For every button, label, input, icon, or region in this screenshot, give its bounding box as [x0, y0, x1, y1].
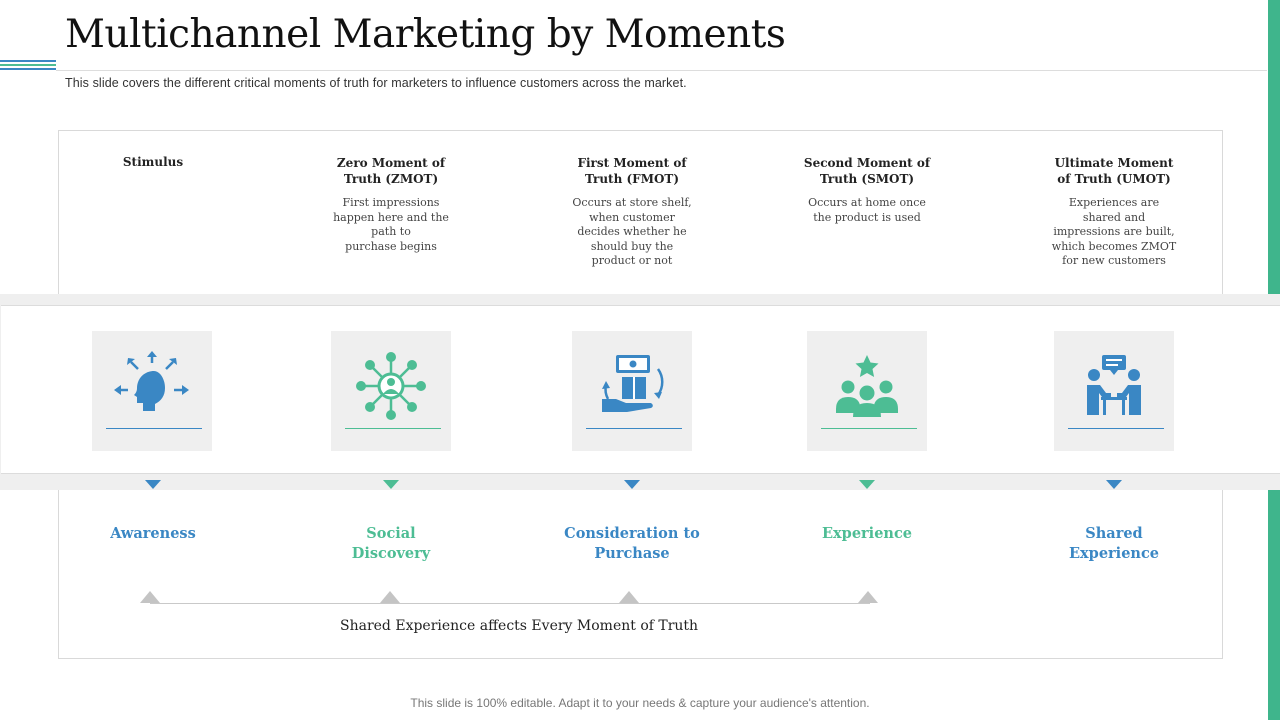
- pointer-consideration: [624, 480, 640, 489]
- pointer-shared-experience: [1106, 480, 1122, 489]
- column-heading-zmot: Zero Moment of Truth (ZMOT): [311, 155, 471, 187]
- column-description-umot: Experiences are shared and impressions a…: [1051, 196, 1177, 267]
- timeline-line: [150, 603, 870, 604]
- timeline-marker: [858, 591, 878, 603]
- column-heading-smot-text: Second Moment of Truth (SMOT): [803, 156, 931, 186]
- pointer-awareness: [145, 480, 161, 489]
- tile-underline: [821, 428, 917, 429]
- title-decoration: [0, 60, 56, 72]
- network-icon: [356, 352, 426, 420]
- column-heading-zmot-text: Zero Moment of Truth (ZMOT): [336, 156, 446, 186]
- column-description-zmot: First impressions happen here and the pa…: [333, 196, 449, 253]
- tile-social-discovery: [331, 331, 451, 451]
- column-heading-stimulus: Stimulus: [122, 155, 184, 169]
- timeline-marker: [380, 591, 400, 603]
- tile-consideration: [572, 331, 692, 451]
- title-divider: [56, 70, 1267, 71]
- purchase-icon: [602, 355, 664, 412]
- meeting-icon: [1087, 355, 1141, 415]
- tile-underline: [1068, 428, 1164, 429]
- stage-experience: Experience: [821, 525, 913, 542]
- timeline-marker: [140, 591, 160, 603]
- timeline-label: Shared Experience affects Every Moment o…: [340, 618, 699, 634]
- stage-consideration: Consideration to Purchase: [564, 525, 700, 562]
- page-subtitle: This slide covers the different critical…: [65, 76, 687, 90]
- column-description-fmot: Occurs at store shelf, when customer dec…: [572, 196, 692, 267]
- tile-underline: [586, 428, 682, 429]
- stage-awareness: Awareness: [110, 525, 196, 542]
- footer-note: This slide is 100% editable. Adapt it to…: [410, 696, 870, 710]
- group-star-icon: [836, 355, 898, 417]
- tile-underline: [106, 428, 202, 429]
- column-heading-smot: Second Moment of Truth (SMOT): [787, 155, 947, 187]
- column-heading-fmot-text: First Moment of Truth (FMOT): [577, 156, 687, 186]
- column-heading-umot-text: Ultimate Moment of Truth (UMOT): [1054, 156, 1174, 186]
- tile-experience: [807, 331, 927, 451]
- tile-awareness: [92, 331, 212, 451]
- stage-shared-experience: Shared Experience: [1068, 525, 1160, 562]
- timeline-marker: [619, 591, 639, 603]
- tile-underline: [345, 428, 441, 429]
- column-heading-umot: Ultimate Moment of Truth (UMOT): [1034, 155, 1194, 187]
- tile-shared-experience: [1054, 331, 1174, 451]
- pointer-social-discovery: [383, 480, 399, 489]
- page-title: Multichannel Marketing by Moments: [65, 12, 786, 57]
- column-heading-fmot: First Moment of Truth (FMOT): [552, 155, 712, 187]
- head-arrows-icon: [114, 351, 189, 411]
- pointer-experience: [859, 480, 875, 489]
- stage-social-discovery: Social Discovery: [351, 525, 431, 562]
- column-description-smot: Occurs at home once the product is used: [808, 196, 926, 224]
